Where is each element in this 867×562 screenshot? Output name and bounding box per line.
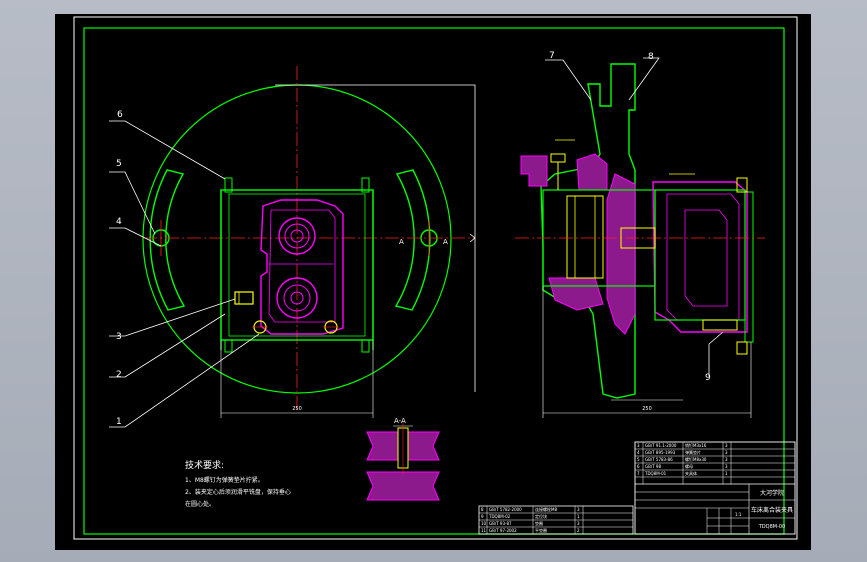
bom-r5-no: 7 xyxy=(637,471,640,476)
bom-r1-no: 3 xyxy=(637,443,640,448)
bom-r3-no: 5 xyxy=(637,457,640,462)
lt-r3-qty: 3 xyxy=(577,521,580,526)
technical-notes: 技术要求: 1、M8螺钉为弹簧垫片拧紧。 2、装夹定心后须润滑平铣盘，保持垂心 … xyxy=(185,459,291,508)
dim-width-text: 250 xyxy=(292,406,302,412)
lt-r1-name: 连接螺栓M8 xyxy=(535,506,557,512)
bom-r5-std: TDQ8M-01 xyxy=(644,471,667,476)
bom-r4-no: 6 xyxy=(637,464,640,469)
bom-r2-name: 弹簧垫片 xyxy=(685,449,701,455)
part-label-6: 6 xyxy=(117,110,123,120)
lt-r4-std: GB/T 97-2002 xyxy=(489,528,517,533)
part-label-3: 3 xyxy=(116,332,122,342)
drawing-canvas: 250 A A 6 5 4 3 2 1 A-A xyxy=(73,16,798,540)
bom-r3-std: GB/T 5783-86 xyxy=(645,457,673,462)
part-label-1: 1 xyxy=(116,417,122,427)
bom-r1-qty: 3 xyxy=(725,443,728,448)
lt-r2-no: 9 xyxy=(481,514,484,519)
lt-r1-no: 8 xyxy=(481,507,484,512)
side-section-view: 250 7 8 9 xyxy=(515,51,765,418)
dim-width-right-text: 250 xyxy=(642,406,652,412)
bom-r4-std: GB/T 98 xyxy=(645,464,661,469)
lt-r4-qty: 2 xyxy=(577,528,580,533)
section-mark-left: A xyxy=(399,238,404,246)
bom-r2-no: 4 xyxy=(637,450,640,455)
lt-r2-std: TDQ8M-02 xyxy=(488,514,511,519)
title-drawing-name: 车床离合装夹具 xyxy=(751,506,793,514)
right-arc-slot xyxy=(394,169,431,311)
title-block: 3 GB/T 91.1-2000 销钉M3x16 3 4 GB/T 895-19… xyxy=(634,441,796,535)
part-label-8: 8 xyxy=(648,52,654,62)
bom-r4-name: 螺母 xyxy=(685,463,693,469)
bom-r1-std: GB/T 91.1-2000 xyxy=(645,443,677,448)
bom-r2-std: GB/T 895-1993 xyxy=(645,450,676,455)
bom-r1-name: 销钉M3x16 xyxy=(685,442,707,448)
title-scale: 1:1 xyxy=(735,512,742,517)
lt-r2-qty: 1 xyxy=(577,514,580,519)
section-title: A-A xyxy=(394,417,406,425)
title-drawing-no: TDQ8M-00 xyxy=(758,524,786,530)
lt-r1-qty: 3 xyxy=(577,507,580,512)
bom-r5-qty: 1 xyxy=(725,471,728,476)
lt-r1-std: GB/T 5782-2000 xyxy=(489,507,522,512)
notes-line-3: 在圆心处。 xyxy=(185,500,215,508)
part-label-7: 7 xyxy=(549,51,555,61)
lt-r3-no: 10 xyxy=(481,521,487,526)
notes-title: 技术要求: xyxy=(185,459,224,471)
section-aa-detail: A-A xyxy=(366,417,440,501)
lt-r4-no: 11 xyxy=(481,528,487,533)
title-school: 大河学院 xyxy=(760,489,784,497)
notes-line-1: 1、M8螺钉为弹簧垫片拧紧。 xyxy=(185,476,264,484)
bom-r3-name: 螺钉M8x30 xyxy=(685,456,707,462)
part-label-4: 4 xyxy=(116,217,122,227)
lt-r4-name: 平垫圈 xyxy=(535,527,547,533)
gearbox-housing xyxy=(260,199,344,335)
bom-r3-qty: 3 xyxy=(725,457,728,462)
left-arc-slot xyxy=(149,169,186,311)
part-label-2: 2 xyxy=(116,370,122,380)
lt-r3-std: GB/T 93-87 xyxy=(489,521,512,526)
notes-line-2: 2、装夹定心后须润滑平铣盘，保持垂心 xyxy=(185,488,291,496)
lt-r2-name: 定位块 xyxy=(535,513,547,519)
bom-r2-qty: 3 xyxy=(725,450,728,455)
sheet-outer-border xyxy=(73,16,798,540)
section-mark-right: A xyxy=(443,238,448,246)
cad-viewport[interactable]: 250 A A 6 5 4 3 2 1 A-A xyxy=(55,14,811,550)
part-label-9: 9 xyxy=(705,373,711,383)
sheet-inner-border xyxy=(83,27,785,535)
bom-r4-qty: 3 xyxy=(725,464,728,469)
front-view: 250 A A xyxy=(142,66,476,418)
lt-r3-name: 垫圈 xyxy=(535,520,543,526)
left-parts-table: 8 GB/T 5782-2000 连接螺栓M8 3 9 TDQ8M-02 定位块… xyxy=(478,505,634,535)
bom-r5-name: 夹具体 xyxy=(685,470,697,476)
part-label-5: 5 xyxy=(116,159,122,169)
leader-lines-left xyxy=(109,120,260,428)
